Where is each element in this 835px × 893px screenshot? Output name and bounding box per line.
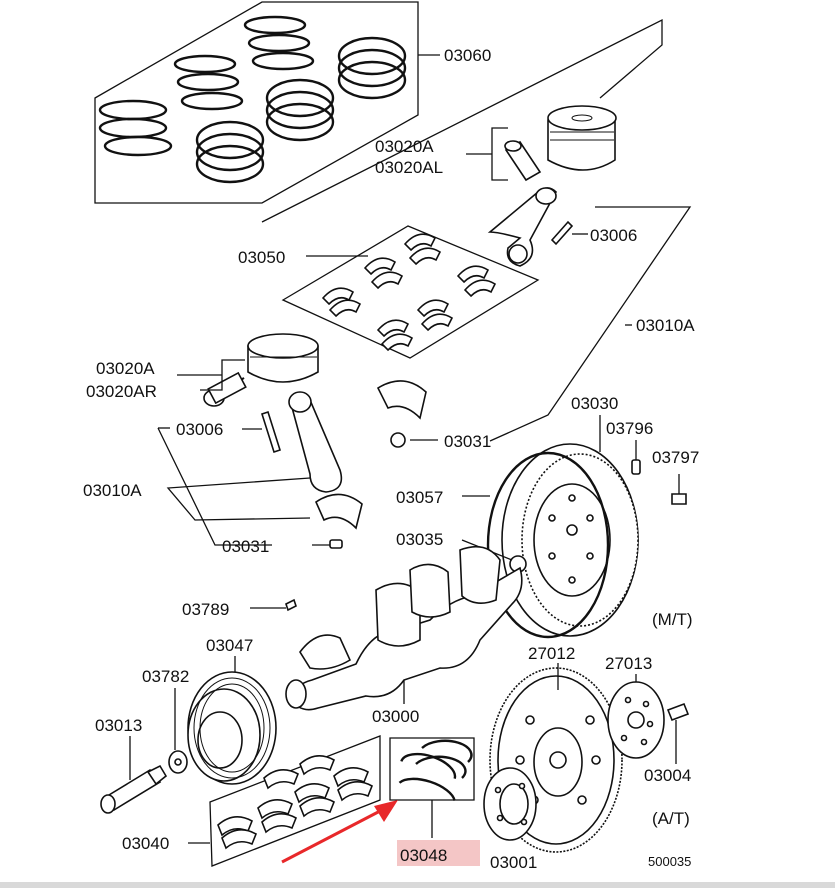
rod-bearing-set[interactable] bbox=[281, 225, 540, 359]
bottom-scroll-edge bbox=[0, 882, 835, 888]
crank-adapter[interactable] bbox=[483, 767, 537, 841]
highlight-03048 bbox=[397, 840, 480, 866]
label-03031-mid[interactable]: 03031 bbox=[444, 432, 491, 451]
rod-cap-right[interactable] bbox=[376, 380, 438, 448]
piston-ring-set[interactable] bbox=[94, 1, 440, 204]
flywheel-ring[interactable] bbox=[462, 451, 610, 639]
flywheel-bolt[interactable] bbox=[671, 474, 687, 505]
adapter-plate[interactable] bbox=[607, 674, 665, 759]
label-03006-left[interactable]: 03006 bbox=[176, 420, 223, 439]
label-03010a-right[interactable]: 03010A bbox=[636, 316, 695, 335]
connecting-rod-top[interactable] bbox=[487, 187, 588, 267]
label-03031-low[interactable]: 03031 bbox=[222, 537, 269, 556]
label-03013[interactable]: 03013 bbox=[95, 716, 142, 735]
label-03030[interactable]: 03030 bbox=[571, 394, 618, 413]
pulley-bolt[interactable] bbox=[100, 736, 168, 814]
rod-cap-left[interactable] bbox=[312, 493, 363, 549]
label-03796[interactable]: 03796 bbox=[606, 419, 653, 438]
label-27013[interactable]: 27013 bbox=[605, 654, 652, 673]
crank-pulley[interactable] bbox=[187, 656, 277, 785]
label-03060[interactable]: 03060 bbox=[444, 46, 491, 65]
label-03004[interactable]: 03004 bbox=[644, 766, 691, 785]
thrust-washer-set[interactable] bbox=[389, 737, 475, 838]
woodruff-key[interactable] bbox=[250, 598, 297, 612]
piston-left[interactable] bbox=[177, 333, 319, 407]
washer[interactable] bbox=[168, 688, 188, 774]
label-at: (A/T) bbox=[652, 809, 690, 828]
connecting-rod-left[interactable] bbox=[242, 391, 343, 493]
flywheel-mt[interactable] bbox=[501, 415, 639, 637]
label-ref: 500035 bbox=[648, 854, 691, 869]
piston-top[interactable] bbox=[466, 105, 617, 182]
label-03010a-left[interactable]: 03010A bbox=[83, 481, 142, 500]
label-03050[interactable]: 03050 bbox=[238, 248, 285, 267]
label-27012[interactable]: 27012 bbox=[528, 644, 575, 663]
label-03040[interactable]: 03040 bbox=[122, 834, 169, 853]
label-03001[interactable]: 03001 bbox=[490, 853, 537, 872]
label-03020a-left[interactable]: 03020A bbox=[96, 359, 155, 378]
drive-plate-bolt[interactable] bbox=[666, 702, 690, 764]
crankshaft[interactable] bbox=[285, 545, 523, 711]
label-03789[interactable]: 03789 bbox=[182, 600, 229, 619]
dowel-pin[interactable] bbox=[631, 440, 641, 475]
label-03035[interactable]: 03035 bbox=[396, 530, 443, 549]
label-03047[interactable]: 03047 bbox=[206, 636, 253, 655]
label-03000[interactable]: 03000 bbox=[372, 707, 419, 726]
label-03057[interactable]: 03057 bbox=[396, 488, 443, 507]
label-mt: (M/T) bbox=[652, 610, 693, 629]
label-03006-top[interactable]: 03006 bbox=[590, 226, 637, 245]
label-03020al[interactable]: 03020AL bbox=[375, 158, 443, 177]
label-03797[interactable]: 03797 bbox=[652, 448, 699, 467]
label-03020a-top[interactable]: 03020A bbox=[375, 137, 434, 156]
label-03048[interactable]: 03048 bbox=[400, 846, 447, 865]
main-bearing-set[interactable] bbox=[188, 735, 381, 867]
red-arrow bbox=[281, 800, 398, 864]
label-03782[interactable]: 03782 bbox=[142, 667, 189, 686]
label-03020ar[interactable]: 03020AR bbox=[86, 382, 157, 401]
